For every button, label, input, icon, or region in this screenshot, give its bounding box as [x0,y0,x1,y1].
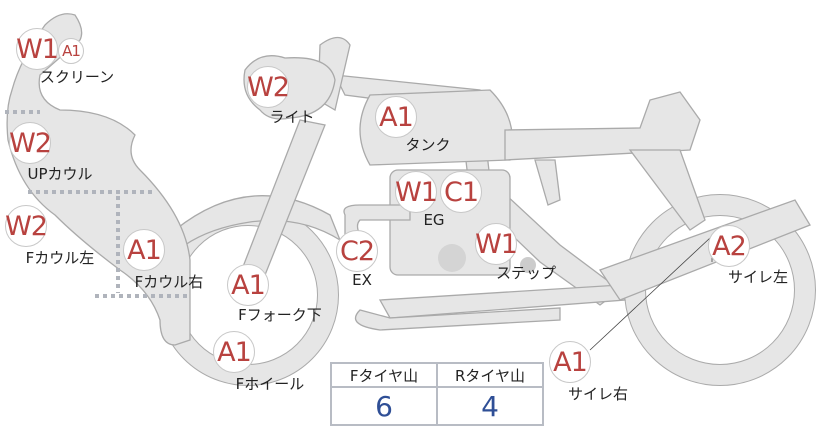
grade-marker-screen-a1[interactable]: A1 [58,38,84,64]
grade-marker-exhaust[interactable]: C2 [336,230,378,272]
grade-marker-screen-w1[interactable]: W1 [16,28,59,70]
label-screen: スクリーン [39,68,115,86]
leader-line [589,237,711,351]
label-engine: EG [423,211,445,229]
grade-marker-front-fork[interactable]: A1 [227,264,269,306]
grade-marker-engine-w1[interactable]: W1 [395,171,438,213]
grade-marker-f-cowl-left[interactable]: W2 [5,205,48,247]
front-tire-header: Fタイヤ山 [330,362,438,388]
label-light: ライト [269,108,315,126]
grade-marker-muffler-left[interactable]: A2 [708,225,750,267]
muffler [598,199,811,301]
label-front-fork: Fフォーク下 [238,306,322,324]
label-f-cowl-right: Fカウル右 [134,273,204,291]
front-fender [174,195,342,246]
grade-marker-light[interactable]: W2 [247,66,290,108]
seat [504,91,701,161]
front-tire-value: 6 [330,386,438,426]
grade-marker-front-wheel[interactable]: A1 [213,331,255,373]
label-f-cowl-left: Fカウル左 [25,249,95,267]
grade-marker-step[interactable]: W1 [475,223,518,265]
label-tank: タンク [405,136,451,154]
label-muffler-right: サイレ右 [567,385,629,403]
grade-marker-upper-cowl[interactable]: W2 [9,122,52,164]
rear-tire-value: 4 [436,386,544,426]
label-exhaust: EX [352,271,372,289]
label-front-wheel: Fホイール [235,375,305,393]
grade-marker-muffler-right[interactable]: A1 [549,341,591,383]
label-step: ステップ [495,264,557,282]
grade-marker-engine-c1[interactable]: C1 [440,171,482,213]
label-muffler-left: サイレ左 [727,268,789,286]
grade-marker-f-cowl-right[interactable]: A1 [123,229,165,271]
label-upper-cowl: UPカウル [27,165,93,183]
tire-tread-table: Fタイヤ山 Rタイヤ山 6 4 [330,362,544,426]
grade-marker-tank[interactable]: A1 [375,96,417,138]
rear-tire-header: Rタイヤ山 [436,362,544,388]
